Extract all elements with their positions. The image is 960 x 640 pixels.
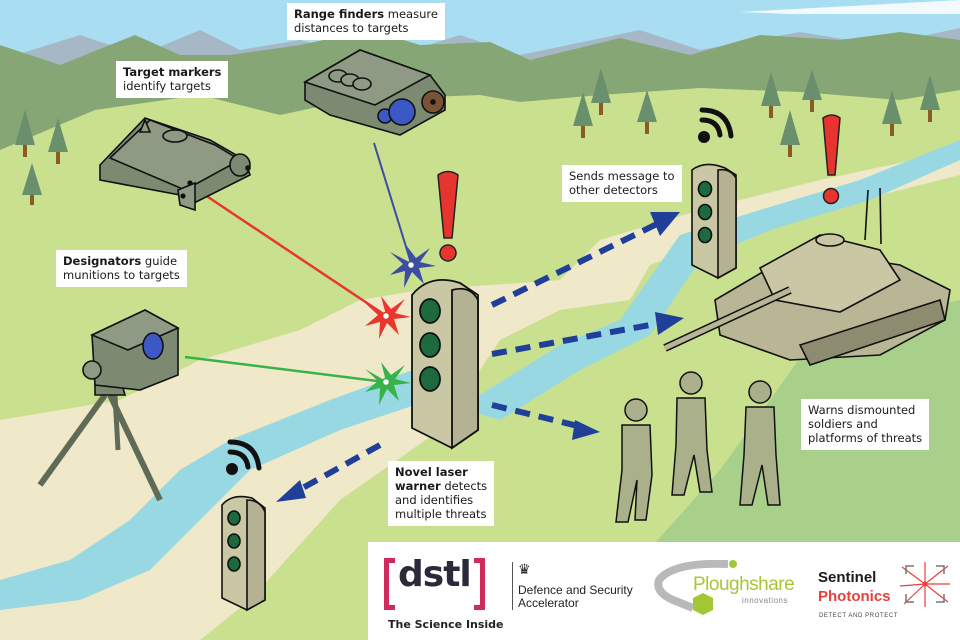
photonics-name: Photonics — [818, 588, 891, 605]
soldier — [615, 398, 653, 523]
dasa-divider — [512, 562, 513, 610]
royal-crest-icon: ♛ — [518, 562, 531, 578]
designators-label: Designators guide munitions to targets — [56, 250, 187, 287]
warns-line-1: Warns dismounted — [808, 403, 916, 417]
trees — [15, 68, 940, 205]
warns-line-3: platforms of threats — [808, 431, 923, 445]
laser-warner-desc-2: and identifies — [395, 493, 474, 507]
river — [0, 140, 960, 610]
target-markers-desc: identify targets — [123, 79, 211, 93]
laser-warner-title-2: warner — [395, 479, 441, 493]
partner-logos-panel: dstl The Science Inside ♛ Defence and Se… — [368, 542, 960, 640]
laser-beam-red — [204, 193, 386, 317]
target-marker-device — [99, 117, 251, 212]
range-finder-device — [303, 49, 446, 136]
laser-warner-label: Novel laser warner detects and identifie… — [388, 461, 495, 526]
soldiers — [615, 371, 781, 523]
laser-beam-green — [184, 355, 386, 384]
sentinel-tagline: DETECT AND PROTECT — [819, 613, 899, 619]
laser-hit-starburst-icon — [365, 296, 411, 339]
target-markers-title: Target markers — [123, 65, 222, 79]
laser-burst-icon — [900, 562, 950, 607]
exclamation-alert-icon — [437, 170, 459, 262]
laser-warner-title-1: Novel laser — [395, 465, 468, 479]
laser-warner-desc-3: multiple threats — [395, 507, 487, 521]
designators-desc-2: munitions to targets — [63, 268, 180, 282]
sends-message-line-1: Sends message to — [569, 169, 675, 183]
signal-arrows — [288, 217, 667, 498]
sends-message-line-2: other detectors — [569, 183, 658, 197]
sends-message-label: Sends message to other detectors — [562, 165, 682, 202]
designator-device — [37, 309, 180, 502]
wifi-signal-icon — [698, 107, 734, 143]
warns-soldiers-label: Warns dismounted soldiers and platforms … — [801, 399, 930, 450]
range-finders-title: Range finders — [294, 7, 385, 21]
designators-title: Designators — [63, 254, 142, 268]
tank — [663, 187, 951, 366]
designators-desc-1: guide — [141, 254, 178, 268]
dasa-name: Defence and Security Accelerator — [518, 584, 633, 610]
dstl-bracket-left — [384, 558, 395, 610]
arrow-heads — [276, 212, 684, 502]
sensor-lens-top — [419, 298, 441, 324]
dstl-bracket-right — [474, 558, 485, 610]
warns-line-2: soldiers and — [808, 417, 878, 431]
sensor-lens-bottom — [419, 366, 441, 392]
soldier — [739, 380, 781, 506]
soldier — [671, 371, 713, 496]
dasa-name-line-1: Defence and Security — [518, 583, 633, 597]
secondary-sensor-bottom — [221, 495, 266, 612]
range-finders-desc-2: distances to targets — [294, 21, 409, 35]
laser-warner-desc-1: detects — [440, 479, 488, 493]
ploughshare-swoosh-icon — [654, 560, 737, 615]
exclamation-alert-icon — [822, 114, 841, 205]
ploughshare-sub: innovations — [742, 596, 788, 605]
dasa-name-line-2: Accelerator — [518, 596, 579, 610]
sensor-lens-middle — [419, 332, 441, 358]
laser-warner-sensor — [411, 279, 479, 450]
ploughshare-name: Ploughshare — [693, 574, 795, 595]
secondary-sensor-top — [691, 163, 737, 280]
laser-beam-blue — [373, 142, 412, 264]
laser-hit-starburst-icon — [390, 245, 436, 288]
laser-hit-starburst-icon — [365, 362, 411, 405]
range-finders-desc-1: measure — [384, 7, 438, 21]
dstl-tagline: The Science Inside — [388, 618, 504, 631]
wifi-signal-icon — [226, 439, 262, 475]
sentinel-name: Sentinel — [818, 569, 877, 586]
dstl-wordmark: dstl — [398, 554, 472, 595]
cloud — [740, 0, 960, 14]
target-markers-label: Target markers identify targets — [116, 61, 229, 98]
range-finders-label: Range finders measure distances to targe… — [287, 3, 445, 40]
